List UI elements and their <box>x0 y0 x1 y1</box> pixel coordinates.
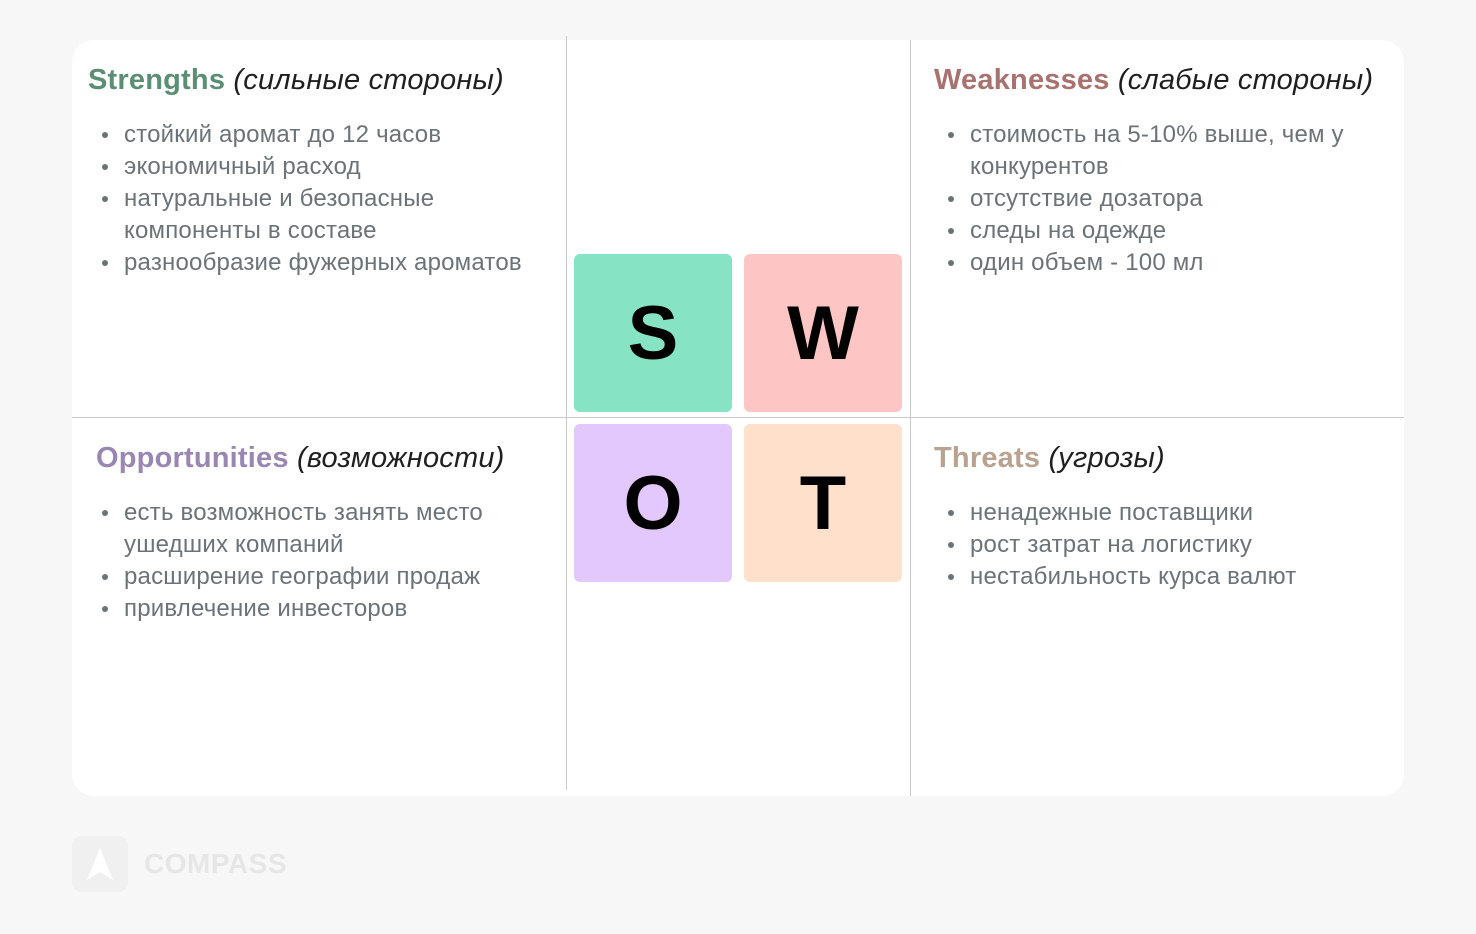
list-item: стоимость на 5-10% выше, чем у конкурент… <box>948 119 1374 183</box>
list-item: экономичный расход <box>102 151 558 183</box>
list-item: ненадежные поставщики <box>948 497 1374 529</box>
strengths-subtitle: (сильные стороны) <box>233 64 504 96</box>
opportunities-heading: Opportunities (возможности) <box>96 442 558 475</box>
strengths-list: стойкий аромат до 12 часов экономичный р… <box>88 119 558 279</box>
opportunities-subtitle: (возможности) <box>296 442 505 474</box>
opportunities-title: Opportunities <box>96 442 289 474</box>
compass-logo-icon <box>72 836 128 892</box>
weaknesses-heading: Weaknesses (слабые стороны) <box>934 64 1374 97</box>
list-item: натуральные и безопасные компоненты в со… <box>102 183 558 247</box>
swot-card <box>72 40 1404 796</box>
strengths-heading: Strengths (сильные стороны) <box>88 64 558 97</box>
weaknesses-section: Weaknesses (слабые стороны) стоимость на… <box>934 64 1374 279</box>
threats-title: Threats <box>934 442 1041 474</box>
list-item: разнообразие фужерных ароматов <box>102 247 558 279</box>
weaknesses-subtitle: (слабые стороны) <box>1117 64 1374 96</box>
tile-s: S <box>574 254 732 412</box>
threats-subtitle: (угрозы) <box>1048 442 1165 474</box>
strengths-title: Strengths <box>88 64 226 96</box>
tile-o: O <box>574 424 732 582</box>
threats-list: ненадежные поставщики рост затрат на лог… <box>934 497 1374 593</box>
weaknesses-title: Weaknesses <box>934 64 1110 96</box>
list-item: отсутствие дозатора <box>948 183 1374 215</box>
list-item: рост затрат на логистику <box>948 529 1374 561</box>
opportunities-section: Opportunities (возможности) есть возможн… <box>96 442 558 625</box>
list-item: расширение географии продаж <box>102 561 558 593</box>
list-item: следы на одежде <box>948 215 1374 247</box>
strengths-section: Strengths (сильные стороны) стойкий аром… <box>88 64 558 279</box>
compass-logo: COMPASS <box>72 836 287 892</box>
list-item: привлечение инвесторов <box>102 593 558 625</box>
list-item: один объем - 100 мл <box>948 247 1374 279</box>
tile-w: W <box>744 254 902 412</box>
opportunities-list: есть возможность занять место ушедших ко… <box>96 497 558 625</box>
threats-section: Threats (угрозы) ненадежные поставщики р… <box>934 442 1374 593</box>
list-item: нестабильность курса валют <box>948 561 1374 593</box>
list-item: есть возможность занять место ушедших ко… <box>102 497 558 561</box>
logo-text: COMPASS <box>144 848 287 879</box>
list-item: стойкий аромат до 12 часов <box>102 119 558 151</box>
divider-horizontal <box>72 417 1404 418</box>
weaknesses-list: стоимость на 5-10% выше, чем у конкурент… <box>934 119 1374 279</box>
threats-heading: Threats (угрозы) <box>934 442 1374 475</box>
divider-vertical-left <box>566 36 567 790</box>
divider-vertical-right <box>910 40 911 796</box>
tile-t: T <box>744 424 902 582</box>
